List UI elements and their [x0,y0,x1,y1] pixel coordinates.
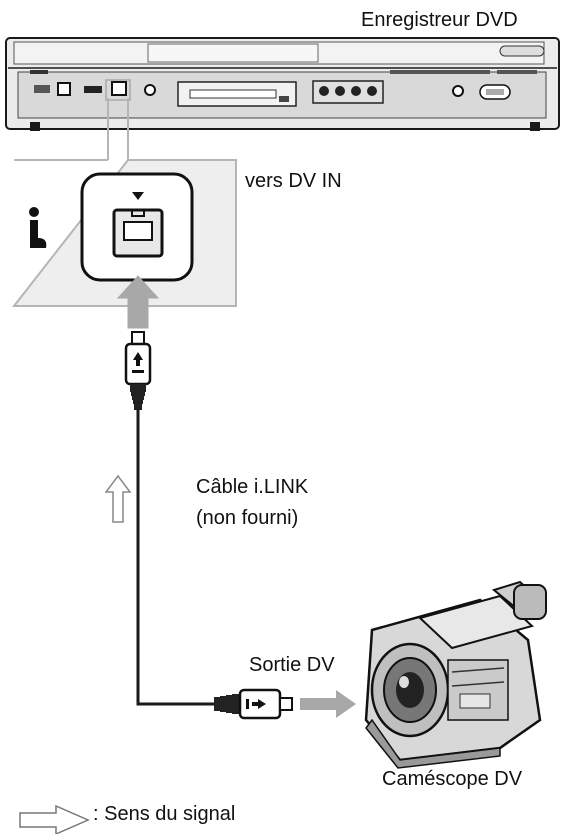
cable-plug-bottom [214,688,293,720]
signal-arrow-from-camcorder [300,690,356,718]
signal-arrow-to-port [116,275,160,329]
dvd-recorder [5,37,560,131]
cable-plug-top [124,331,152,410]
cable-label: Câble i.LINK [196,476,309,498]
camcorder-label: Caméscope DV [382,768,523,790]
dvd-recorder-label: Enregistreur DVD [361,9,518,31]
signal-arrow-cable [104,474,132,523]
ilink-logo [29,207,47,248]
cable-note: (non fourni) [196,507,299,529]
dv-output-label: Sortie DV [249,654,335,676]
dv-camcorder [364,580,547,769]
legend-arrow [19,804,90,834]
legend-text: : Sens du signal [93,803,236,825]
dv-in-port [80,172,194,282]
dv-in-label: vers DV IN [245,170,342,192]
ilink-cable [136,410,228,706]
